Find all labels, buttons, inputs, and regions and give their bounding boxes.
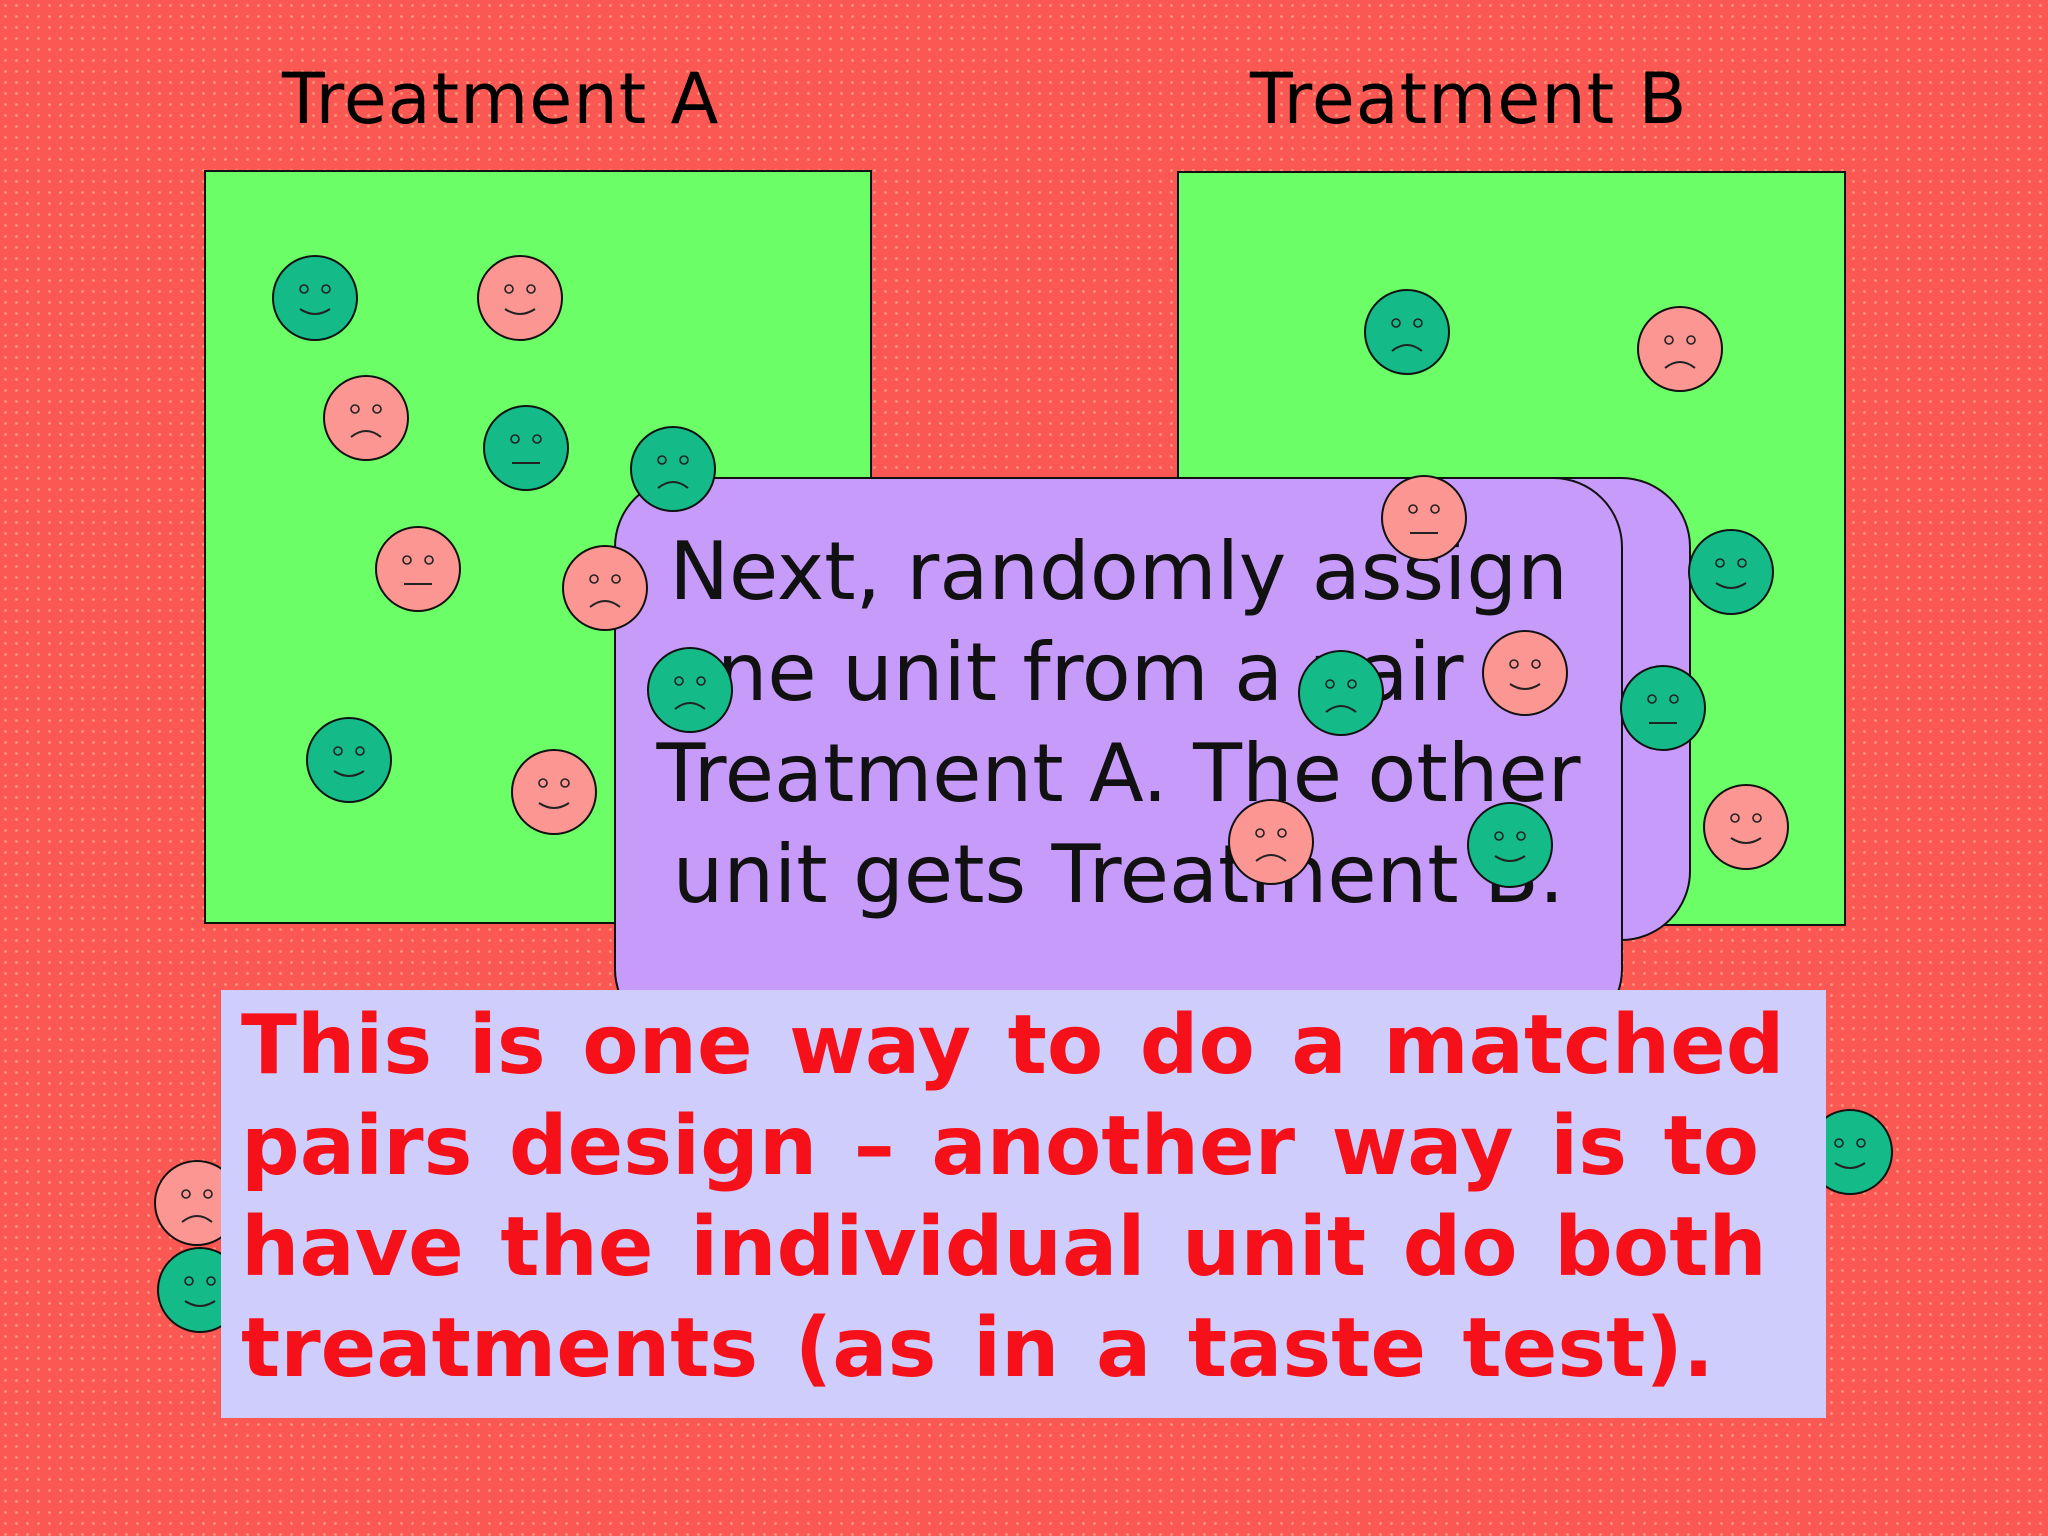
- treatment-a-heading: Treatment A: [282, 58, 720, 140]
- treatment-b-heading: Treatment B: [1250, 58, 1688, 140]
- note-box: This is one way to do a matched pairs de…: [221, 990, 1826, 1418]
- frowning-face-icon: [1228, 799, 1314, 885]
- callout-text: Next, randomly assign one unit from a pa…: [656, 525, 1581, 921]
- smiley-face-icon: [1688, 529, 1774, 615]
- frowning-face-icon: [647, 647, 733, 733]
- frowning-face-icon: [562, 545, 648, 631]
- smiley-face-icon: [306, 717, 392, 803]
- smiley-face-icon: [511, 749, 597, 835]
- frowning-face-icon: [630, 426, 716, 512]
- note-text: This is one way to do a matched pairs de…: [241, 998, 1785, 1396]
- frowning-face-icon: [1364, 289, 1450, 375]
- smiley-face-icon: [1703, 784, 1789, 870]
- smiley-face-icon: [1467, 802, 1553, 888]
- neutral-face-icon: [1620, 665, 1706, 751]
- frowning-face-icon: [1298, 650, 1384, 736]
- smiley-face-icon: [1482, 630, 1568, 716]
- neutral-face-icon: [375, 526, 461, 612]
- smiley-face-icon: [272, 255, 358, 341]
- frowning-face-icon: [1637, 306, 1723, 392]
- frowning-face-icon: [323, 375, 409, 461]
- neutral-face-icon: [1381, 475, 1467, 561]
- smiley-face-icon: [477, 255, 563, 341]
- neutral-face-icon: [483, 405, 569, 491]
- callout-scroll: Next, randomly assign one unit from a pa…: [614, 477, 1623, 1039]
